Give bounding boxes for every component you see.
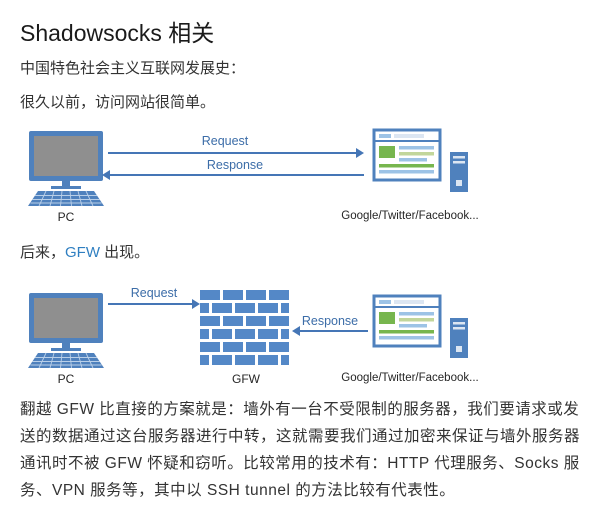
para2-text: 后来，GFW 出现。	[20, 242, 149, 265]
server-label: Google/Twitter/Facebook...	[341, 210, 479, 222]
server-label: Google/Twitter/Facebook...	[341, 372, 479, 384]
request-arrow	[108, 152, 356, 154]
closing-text: 翻越 GFW 比直接的方案就是：墙外有一台不受限制的服务器，我们要请求或发送的数…	[20, 401, 581, 499]
response-arrowhead-icon	[102, 170, 110, 180]
request-arrowhead-icon	[356, 148, 364, 158]
request-label: Request	[130, 286, 178, 300]
request-arrowhead-icon	[192, 299, 200, 309]
gfw-label: GFW	[232, 372, 260, 386]
response-arrow	[110, 174, 364, 176]
request-arrow	[108, 303, 192, 305]
response-label: Response	[301, 314, 359, 328]
diagram-direct-access: PC Request Response Google/Twitter/Faceb…	[20, 122, 500, 232]
response-arrowhead-icon	[292, 326, 300, 336]
response-arrow	[300, 330, 368, 332]
intro-text: 中国特色社会主义互联网发展史：	[20, 60, 246, 77]
request-label: Request	[201, 134, 249, 148]
pc-icon	[26, 292, 106, 370]
pc-label: PC	[57, 372, 75, 386]
para2-before: 后来，	[20, 244, 66, 261]
para1-text: 很久以前，访问网站很简单。	[20, 94, 216, 111]
server-icon	[372, 294, 482, 372]
page-title: Shadowsocks 相关	[20, 20, 215, 46]
diagram-gfw-block: PC Request GFW Response Google/Twitter/F…	[20, 278, 500, 392]
server-icon	[372, 128, 482, 206]
response-label: Response	[206, 158, 264, 172]
para2-after: 出现。	[100, 244, 150, 261]
pc-icon	[26, 130, 106, 208]
gfw-link[interactable]: GFW	[65, 244, 101, 261]
pc-label: PC	[57, 210, 75, 224]
